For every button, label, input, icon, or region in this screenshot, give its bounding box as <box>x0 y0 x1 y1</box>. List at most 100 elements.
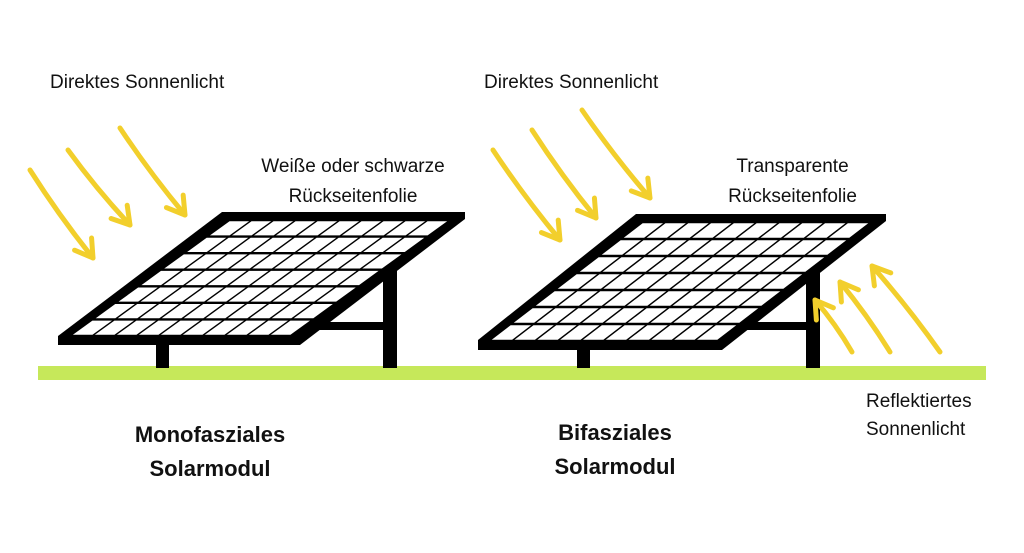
solar-cell <box>160 320 201 335</box>
solar-cell <box>648 257 688 272</box>
solar-cell <box>274 254 314 269</box>
solar-cell <box>738 240 778 255</box>
solar-cell <box>187 237 227 252</box>
solar-cell <box>627 308 668 323</box>
solar-cell <box>692 223 732 238</box>
solar-cell <box>271 304 311 319</box>
solar-cell <box>671 274 712 289</box>
bi-backsheet-label: Transparente Rückseitenfolie <box>700 155 885 209</box>
reflected-line1: Reflektiertes <box>866 391 972 412</box>
solar-cell <box>582 308 622 323</box>
mono-sun-label: Direktes Sonnenlicht <box>50 72 225 93</box>
solar-cell <box>696 325 737 340</box>
solar-cell <box>295 270 335 286</box>
solar-cell <box>184 287 224 302</box>
solar-cell <box>340 254 380 269</box>
solar-cell <box>385 237 425 252</box>
solar-cell <box>625 257 665 272</box>
bi-title: Bifasziales Solarmodul <box>515 416 715 484</box>
solar-cell <box>253 221 294 236</box>
mono-backsheet-line1: Weiße oder schwarze <box>261 156 445 177</box>
solar-cell <box>251 270 291 286</box>
solar-cell <box>623 223 664 238</box>
solar-cell <box>339 270 379 286</box>
solar-cell <box>164 254 204 269</box>
solar-cell <box>270 320 311 335</box>
sun-arrow-icon <box>529 127 599 221</box>
solar-cell <box>784 240 824 255</box>
mono-title-line2: Solarmodul <box>149 456 271 481</box>
solar-cell <box>363 237 403 252</box>
solar-cell <box>558 291 598 306</box>
solar-cell <box>316 287 356 302</box>
solar-cell <box>674 325 714 340</box>
solar-cell <box>605 325 646 340</box>
solar-cell <box>296 254 336 269</box>
reflected-label: Reflektiertes Sonnenlicht <box>866 390 972 442</box>
solar-cell <box>582 325 623 340</box>
solar-cell <box>828 223 869 238</box>
solar-cell <box>579 257 620 272</box>
solar-cell <box>230 254 270 269</box>
solar-cell <box>209 221 250 236</box>
solar-cell <box>206 287 246 302</box>
solar-cell <box>319 221 360 236</box>
reflected-arrow-icon <box>837 279 893 355</box>
ground <box>38 366 986 380</box>
solar-cell <box>141 270 181 286</box>
solar-cell <box>407 221 448 236</box>
solar-cell <box>205 304 245 319</box>
solar-cell <box>186 254 226 269</box>
solar-cell <box>650 308 690 323</box>
solar-cell <box>183 304 223 319</box>
bi-module <box>478 214 886 368</box>
solar-cell <box>341 221 382 236</box>
solar-cell <box>228 287 268 302</box>
solar-cell <box>762 257 802 272</box>
bi-sun-label: Direktes Sonnenlicht <box>484 72 659 93</box>
solar-cell <box>275 221 316 236</box>
solar-cell <box>272 287 312 302</box>
solar-cell <box>559 308 599 323</box>
solar-cell <box>116 320 157 335</box>
solar-cell <box>806 240 847 255</box>
solar-cell <box>385 221 426 236</box>
solar-cell <box>581 291 621 306</box>
solar-cell <box>557 274 598 289</box>
mono-title: Monofasziales Solarmodul <box>110 418 310 486</box>
solar-cell <box>182 320 223 335</box>
solar-cell <box>604 308 645 323</box>
mono-backsheet-label: Weiße oder schwarze Rückseitenfolie <box>258 155 448 209</box>
sun-arrow-icon <box>27 167 96 261</box>
solar-cell <box>784 257 825 272</box>
solar-cell <box>580 274 620 289</box>
solar-cell <box>672 291 712 306</box>
solar-cell <box>72 320 113 335</box>
solar-cell <box>624 240 664 255</box>
solar-cell <box>318 254 358 269</box>
solar-cell <box>670 257 711 272</box>
solar-cell <box>740 291 781 306</box>
solar-cell <box>651 325 691 340</box>
solar-cell <box>714 223 755 238</box>
solar-cell <box>693 257 734 272</box>
solar-cell <box>273 270 313 286</box>
reflected-line2: Sonnenlicht <box>866 419 966 440</box>
solar-cell <box>648 274 689 289</box>
solar-cell <box>649 291 690 306</box>
solar-cell <box>95 304 135 319</box>
solar-cell <box>227 304 267 319</box>
solar-cell <box>626 274 666 289</box>
solar-cell <box>760 223 800 238</box>
solar-cell <box>118 287 158 302</box>
solar-cell <box>94 320 135 335</box>
solar-cell <box>762 274 803 289</box>
solar-cell <box>139 304 179 319</box>
solar-cell <box>319 237 359 252</box>
solar-cell <box>626 291 667 306</box>
solar-cell <box>604 291 644 306</box>
solar-cell <box>293 304 333 319</box>
solar-cell <box>138 320 179 335</box>
solar-cell <box>491 325 532 340</box>
solar-cell <box>715 240 756 255</box>
